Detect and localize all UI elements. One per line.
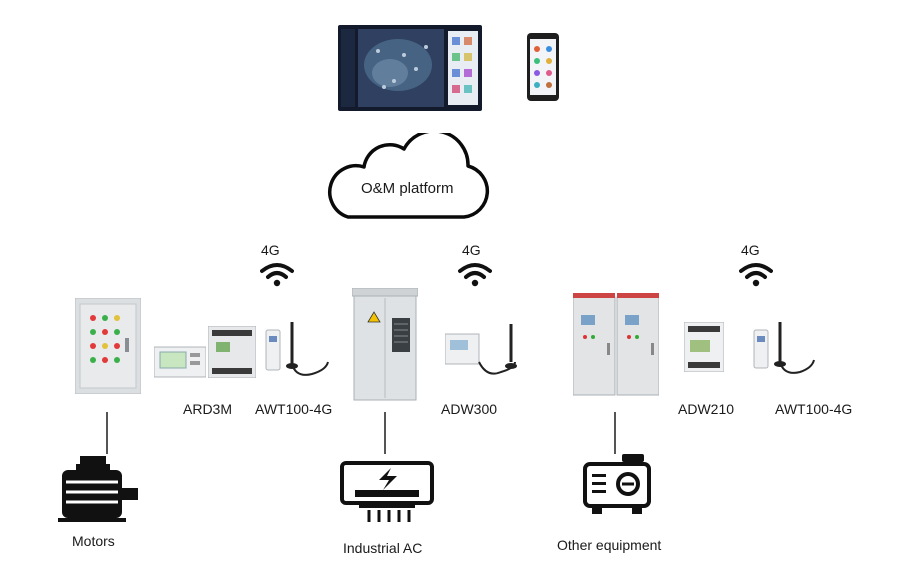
signal-label-center: 4G [462,242,481,258]
mobile-phone [527,33,559,101]
wifi-icon [260,263,294,287]
device-label-awt100-right: AWT100-4G [775,401,853,417]
double-cabinet [573,293,659,396]
awt100-device [753,322,815,374]
load-label-industrial-ac: Industrial AC [343,540,423,556]
connector-line [384,412,386,454]
outdoor-cabinet [352,288,418,401]
connector-line [614,412,616,454]
device-label-awt100-left: AWT100-4G [255,401,333,417]
device-label-adw210: ADW210 [678,401,735,417]
generator-icon [583,454,651,514]
signal-label-right: 4G [741,242,760,258]
dashboard-monitor [338,25,482,111]
cloud-icon [328,133,490,219]
awt100-device [265,322,329,376]
wifi-icon [739,263,773,287]
control-cabinet [75,298,141,394]
connector-line [106,412,108,454]
load-label-motors: Motors [72,533,115,549]
air-conditioner-icon [340,461,434,522]
ard3m-device [154,346,206,378]
signal-label-left: 4G [261,242,280,258]
device-label-adw300: ADW300 [441,401,498,417]
load-label-other-equipment: Other equipment [557,537,662,553]
motor-icon [58,456,138,522]
platform-label: O&M platform [361,180,454,197]
adw300-device [445,324,517,375]
wifi-icon [458,263,492,287]
adw210-device [684,322,724,372]
ard3m-module [208,326,256,378]
device-label-ard3m: ARD3M [183,401,233,417]
